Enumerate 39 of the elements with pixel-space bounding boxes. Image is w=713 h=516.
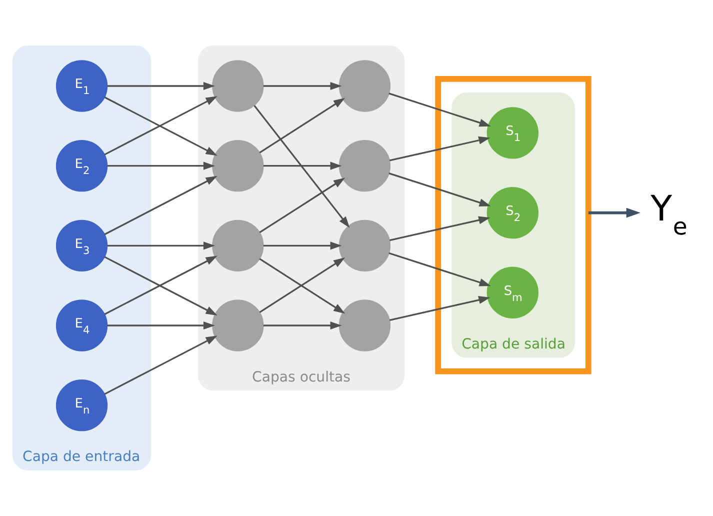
arrow — [389, 296, 490, 321]
arrow — [263, 82, 342, 90]
node-text: Y$_{e}$ — [650, 188, 688, 240]
node-circle — [338, 60, 391, 112]
node-circle: E$_{2}$ — [56, 140, 108, 192]
cluster: Capas ocultas — [198, 46, 405, 391]
node-circle — [212, 300, 264, 352]
arrow — [254, 105, 350, 228]
arrow — [104, 336, 218, 395]
arrow — [107, 321, 215, 330]
arrow — [259, 98, 346, 154]
node-circle: S$_{2}$ — [486, 186, 538, 239]
arrow — [389, 216, 490, 242]
node-circle — [338, 140, 391, 192]
node-circle: S$_{1}$ — [486, 107, 538, 159]
node-circle: E$_{3}$ — [56, 220, 108, 272]
arrow — [107, 82, 215, 90]
arrow — [388, 172, 491, 206]
arrow — [259, 178, 346, 234]
arrow — [388, 252, 491, 286]
cluster — [435, 76, 592, 374]
node-circle: E$_{1}$ — [56, 60, 108, 112]
arrow — [588, 208, 640, 218]
arrow — [263, 321, 342, 330]
node-circle: S$_{m}$ — [486, 266, 538, 318]
node-circle: E$_{n}$ — [56, 380, 108, 432]
node-circle — [338, 300, 391, 352]
arrow — [388, 92, 491, 127]
arrow — [104, 176, 218, 236]
node-circle — [212, 140, 264, 192]
arrow — [107, 162, 215, 170]
node-circle — [212, 220, 264, 272]
node-circle — [212, 60, 264, 112]
arrow — [107, 242, 215, 250]
node-circle: E$_{4}$ — [56, 300, 108, 352]
node-circle — [338, 220, 391, 272]
arrow — [389, 136, 490, 162]
arrow — [263, 242, 342, 250]
arrow — [263, 162, 342, 170]
